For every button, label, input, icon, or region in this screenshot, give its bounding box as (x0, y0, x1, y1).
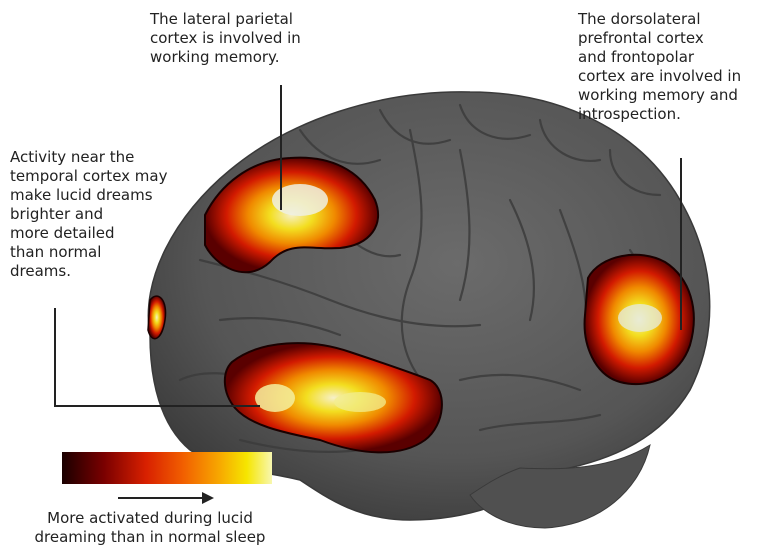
annotation-temporal: Activity near the temporal cortex may ma… (10, 148, 210, 281)
activation-prefrontal (585, 255, 694, 384)
annotation-prefrontal: The dorsolateral prefrontal cortex and f… (578, 10, 773, 124)
annotation-parietal: The lateral parietal cortex is involved … (150, 10, 350, 67)
scale-arrow (118, 492, 214, 504)
color-scale-caption: More activated during lucid dreaming tha… (30, 509, 270, 547)
color-scale-bar (62, 452, 272, 484)
